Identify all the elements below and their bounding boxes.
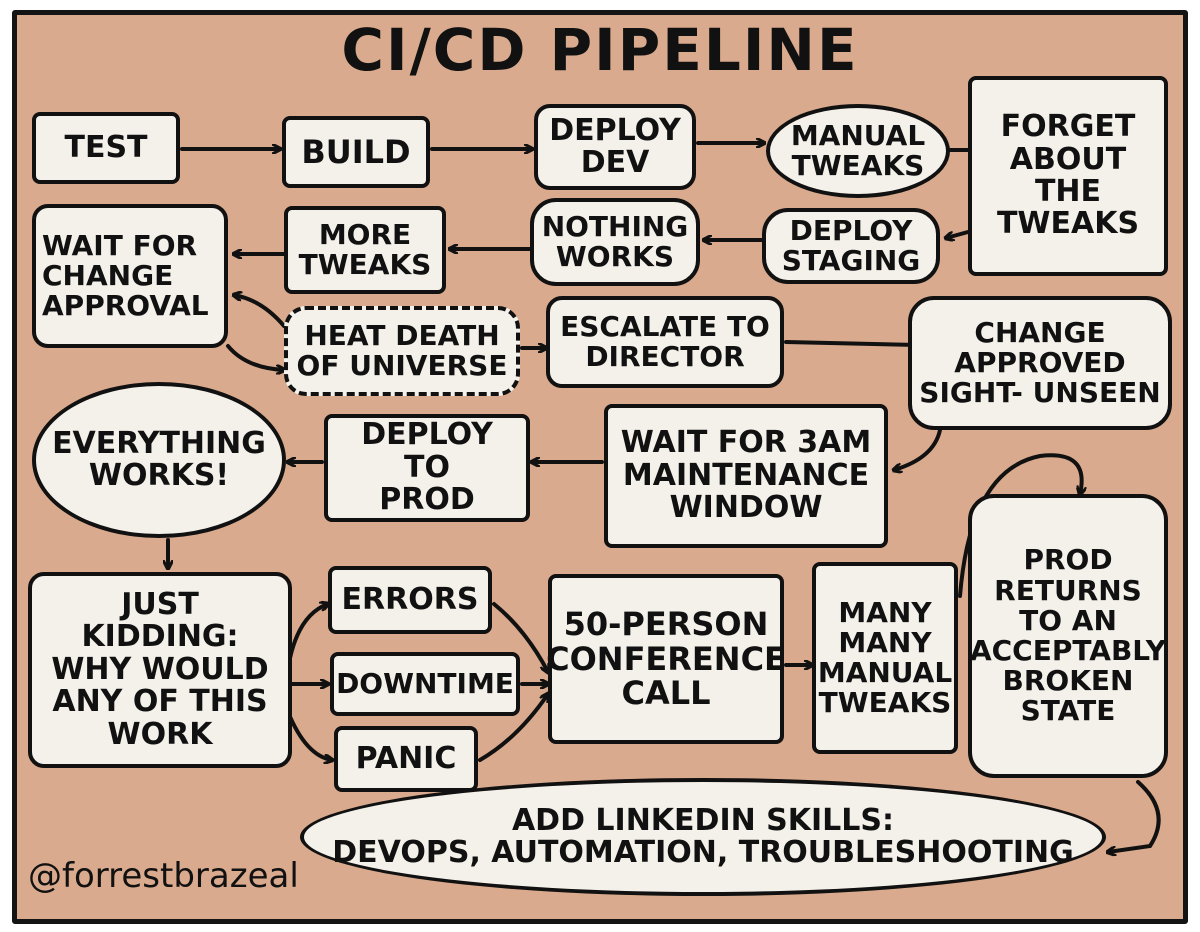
step-add-linkedin-skills: ADD LINKEDIN SKILLS: DEVOPS, AUTOMATION,… <box>300 778 1106 896</box>
arrow-panic-conference <box>478 694 548 762</box>
step-manual-tweaks: MANUAL TWEAKS <box>766 104 950 198</box>
arrow-forget-deploy-staging <box>946 230 970 238</box>
step-deploy-prod: DEPLOY TO PROD <box>324 414 530 522</box>
step-errors: ERRORS <box>328 566 492 634</box>
step-test: TEST <box>32 112 180 184</box>
step-conference-call: 50-PERSON CONFERENCE CALL <box>546 574 786 744</box>
arrow-just-kidding-panic <box>286 710 332 760</box>
step-prod-returns: PROD RETURNS TO AN ACCEPTABLY BROKEN STA… <box>968 494 1168 778</box>
arrow-escalate-change-approved <box>784 342 918 345</box>
arrow-errors-conference <box>492 602 548 672</box>
arrow-prod-returns-linkedin <box>1108 780 1161 852</box>
step-nothing-works: NOTHING WORKS <box>530 198 700 286</box>
step-escalate-director: ESCALATE TO DIRECTOR <box>546 296 784 388</box>
step-wait-change-approval: WAIT FOR CHANGE APPROVAL <box>32 204 228 348</box>
step-deploy-dev: DEPLOY DEV <box>534 104 696 190</box>
arrow-heat-death-wait-approval <box>234 295 286 328</box>
diagram-title: CI/CD PIPELINE <box>341 16 859 84</box>
step-everything-works: EVERYTHING WORKS! <box>32 382 286 538</box>
step-change-approved: CHANGE APPROVED SIGHT- UNSEEN <box>908 296 1172 430</box>
step-wait-3am-window: WAIT FOR 3AM MAINTENANCE WINDOW <box>604 404 888 548</box>
step-more-tweaks: MORE TWEAKS <box>284 206 446 294</box>
step-many-manual-tweaks: MANY MANY MANUAL TWEAKS <box>812 562 958 754</box>
step-downtime: DOWNTIME <box>330 652 520 716</box>
step-just-kidding: JUST KIDDING: WHY WOULD ANY OF THIS WORK <box>28 572 292 768</box>
author-credit: @forrestbrazeal <box>28 856 299 896</box>
arrow-change-approved-wait-3am <box>894 428 942 470</box>
step-build: BUILD <box>282 116 430 188</box>
arrow-wait-approval-heat-death <box>226 344 284 370</box>
step-panic: PANIC <box>334 726 478 792</box>
step-forget-tweaks: FORGET ABOUT THE TWEAKS <box>968 76 1168 276</box>
arrow-just-kidding-errors <box>288 604 328 660</box>
step-heat-death: HEAT DEATH OF UNIVERSE <box>284 306 520 396</box>
step-deploy-staging: DEPLOY STAGING <box>762 208 940 284</box>
